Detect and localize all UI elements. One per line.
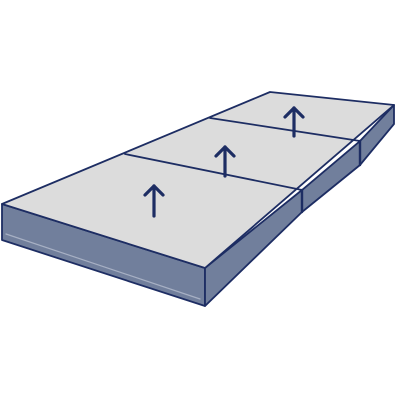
- mattress-top-surface: [1, 91, 395, 269]
- arrow-up-icon: [143, 184, 165, 218]
- arrow-up-icon: [214, 145, 236, 178]
- arrow-up-icon: [283, 106, 305, 138]
- fold-seam-1: [124, 153, 303, 191]
- fold-seam-2: [209, 117, 361, 142]
- front-side-highlight: [5, 233, 201, 300]
